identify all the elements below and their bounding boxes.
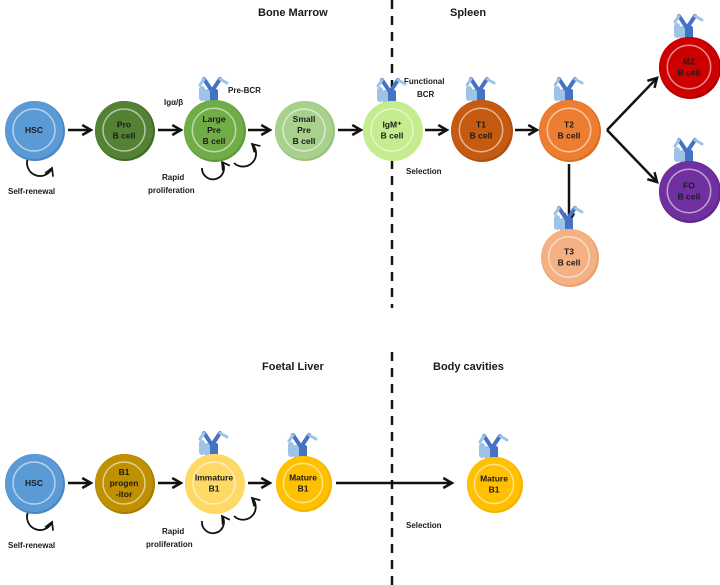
proliferation-loop-icon	[201, 160, 231, 181]
rapid-label-bottom: Rapid	[162, 527, 184, 536]
cell-label: B cell	[558, 258, 581, 268]
cell-t3-b: T3B cell	[541, 206, 599, 287]
cell-label: HSC	[25, 478, 43, 488]
bcr-receptor-icon	[673, 14, 704, 40]
cell-label: B cell	[678, 192, 701, 202]
cell-nucleus	[282, 108, 326, 152]
cell-label: Small	[293, 114, 316, 124]
cell-nucleus	[102, 461, 146, 505]
cell-label: B cell	[381, 131, 404, 141]
cell-nucleus	[473, 463, 515, 505]
cell-label: B cell	[113, 131, 136, 141]
proliferation-label: proliferation	[148, 186, 195, 195]
cell-label: Pre	[297, 125, 311, 135]
proliferation-loop-icon-bottom-2	[233, 496, 261, 521]
cell-label: T3	[564, 247, 574, 257]
cell-nucleus	[546, 107, 592, 153]
bcr-receptor-icon	[553, 206, 584, 232]
selection-label-bottom: Selection	[406, 521, 442, 530]
cell-label: IgM⁺	[382, 120, 402, 130]
cell-label: Mature	[480, 474, 508, 484]
cell-label: B cell	[558, 131, 581, 141]
self-renewal-label: Self-renewal	[8, 187, 55, 196]
cell-label: T1	[476, 120, 486, 130]
bcr-receptor-icon	[287, 433, 318, 459]
cell-label: B cell	[203, 136, 226, 146]
functional-label: Functional	[404, 77, 444, 86]
bcr-receptor-icon	[478, 434, 509, 460]
cell-igm-b: IgM⁺B cell	[363, 78, 423, 161]
self-renewal-loop-icon-bottom	[26, 511, 54, 531]
pre-bcr-label: Pre-BCR	[228, 86, 261, 95]
cell-t1-b: T1B cell	[451, 77, 513, 162]
proliferation-label-bottom: proliferation	[146, 540, 193, 549]
region-label-foetal-liver: Foetal Liver	[262, 361, 324, 373]
cell-nucleus	[192, 461, 236, 505]
proliferation-loop-icon-bottom	[201, 514, 231, 535]
cell-label: B1	[489, 485, 500, 495]
cell-label: B cell	[678, 68, 701, 78]
cell-nucleus	[666, 168, 712, 214]
cell-nucleus	[282, 462, 324, 504]
bcr-receptor-icon	[198, 431, 229, 457]
cell-label: T2	[564, 120, 574, 130]
cell-label: Pro	[117, 120, 131, 130]
bcr-receptor-icon	[673, 138, 704, 164]
cell-nucleus	[458, 107, 504, 153]
proliferation-loop-icon-2	[233, 142, 261, 168]
cell-label: Large	[202, 114, 225, 124]
selection-label: Selection	[406, 167, 442, 176]
cell-label: B1	[298, 484, 309, 494]
self-renewal-loop-icon	[26, 157, 54, 177]
bcr-receptor-icon	[553, 77, 584, 103]
cell-label: B cell	[470, 131, 493, 141]
cell-nucleus	[370, 108, 414, 152]
bcr-receptor-icon	[465, 77, 496, 103]
cell-nucleus	[547, 235, 591, 279]
region-label-spleen: Spleen	[450, 7, 486, 19]
cell-label: HSC	[25, 125, 43, 135]
cell-label: B1	[209, 484, 220, 494]
region-label-body-cavities: Body cavities	[433, 361, 504, 373]
region-label-bone-marrow: Bone Marrow	[258, 7, 328, 19]
cell-label: progen	[110, 478, 139, 488]
ig-alpha-beta-label: Igα/β	[164, 98, 183, 107]
cell-label: B1	[119, 467, 130, 477]
cell-fo-b: FOB cell	[659, 138, 720, 223]
self-renewal-label-bottom: Self-renewal	[8, 541, 55, 550]
cell-nucleus	[191, 107, 237, 153]
bcr-receptor-icon	[198, 77, 229, 103]
cell-mz-b: MZB cell	[659, 14, 720, 99]
arrow-t2-to-fo	[606, 129, 659, 184]
cell-label: Mature	[289, 473, 317, 483]
rapid-label: Rapid	[162, 173, 184, 182]
cell-label: MZ	[683, 57, 695, 67]
cell-nucleus	[666, 44, 712, 90]
cell-nucleus	[102, 108, 146, 152]
cell-hsc: HSC	[5, 101, 65, 161]
bcr-receptor-icon	[376, 78, 407, 104]
cell-nucleus	[12, 461, 56, 505]
bcr-label: BCR	[417, 90, 435, 99]
cell-label: -itor	[116, 489, 133, 499]
cell-label: FO	[683, 181, 695, 191]
cell-t2-b: T2B cell	[539, 77, 601, 162]
arrow-t2-to-mz	[606, 76, 659, 131]
cell-label: Immature	[195, 473, 234, 483]
cell-label: B cell	[293, 136, 316, 146]
cell-hsc-2: HSC	[5, 454, 65, 514]
cell-label: Pre	[207, 125, 221, 135]
cell-nucleus	[12, 108, 56, 152]
